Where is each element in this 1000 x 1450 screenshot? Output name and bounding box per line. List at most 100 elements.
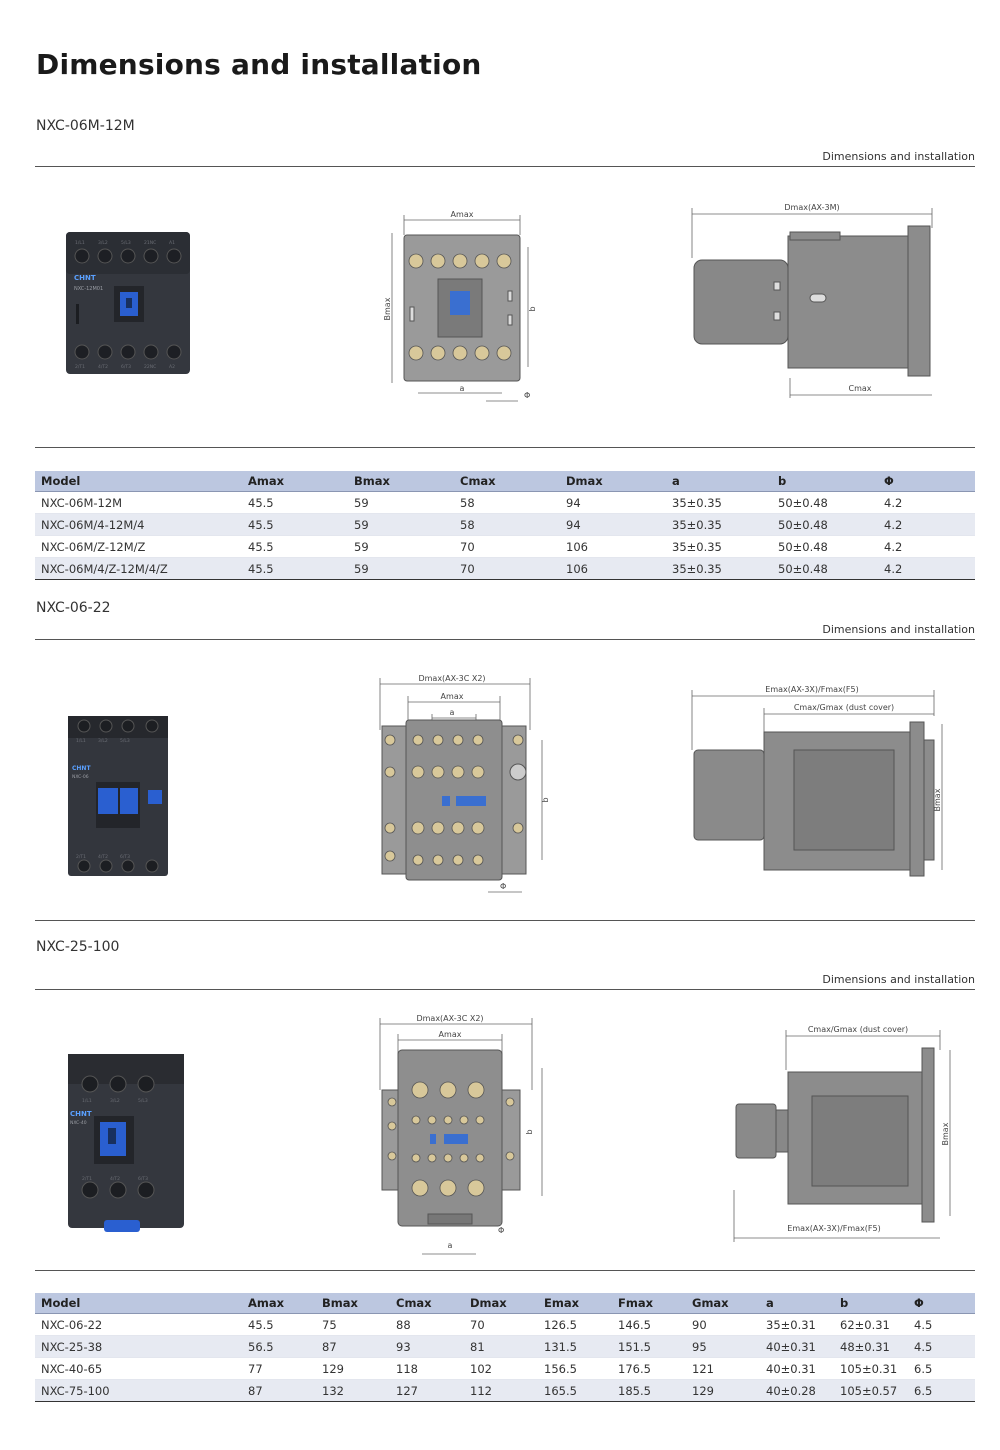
column-header: a <box>666 471 772 492</box>
column-header: b <box>772 471 878 492</box>
table-cell: 4.5 <box>908 1313 975 1336</box>
table-cell: 129 <box>316 1357 390 1380</box>
terminal-label: 4/T2 <box>98 364 108 370</box>
dimension-label-b: b <box>528 306 537 311</box>
terminal-label: 5/L3 <box>138 1098 148 1104</box>
table-cell: 102 <box>464 1357 538 1380</box>
table-cell: 95 <box>686 1335 760 1358</box>
dimension-label-b: b <box>525 1129 534 1134</box>
table-cell: 50±0.48 <box>772 557 878 580</box>
table-cell: 35±0.35 <box>666 513 772 536</box>
table-cell: 4.5 <box>908 1335 975 1358</box>
table-cell: 4.2 <box>878 535 975 558</box>
column-header: Bmax <box>348 471 454 492</box>
terminal-label: 4/T2 <box>98 854 108 860</box>
table-cell: 118 <box>390 1357 464 1380</box>
dimension-label-a: a <box>450 708 455 717</box>
dimension-label-phi: Φ <box>500 882 506 891</box>
column-header: Cmax <box>390 1293 464 1314</box>
dimension-label-cmax: Cmax/Gmax (dust cover) <box>808 1025 908 1034</box>
table-cell: 88 <box>390 1313 464 1336</box>
table-cell: 45.5 <box>242 513 348 536</box>
table-cell: 58 <box>454 513 560 536</box>
terminal-label: 1/L1 <box>76 738 86 744</box>
section-divider <box>35 639 975 640</box>
column-header: Φ <box>908 1293 975 1314</box>
table-cell: 50±0.48 <box>772 513 878 536</box>
dimension-label-a: a <box>448 1241 453 1250</box>
terminal-label: 3/L2 <box>98 738 108 744</box>
side-view-drawing: Emax(AX-3X)/Fmax(F5) Cmax/Gmax (dust cov… <box>691 685 943 877</box>
terminal-label: 6/T3 <box>121 364 131 370</box>
table-cell: 105±0.31 <box>834 1357 908 1380</box>
table-cell: 59 <box>348 535 454 558</box>
table-cell: 40±0.28 <box>760 1379 834 1402</box>
brand-logo: CHNT <box>70 1110 92 1118</box>
table-cell: 90 <box>686 1313 760 1336</box>
table-cell: 48±0.31 <box>834 1335 908 1358</box>
table-cell: 75 <box>316 1313 390 1336</box>
table-cell: 127 <box>390 1379 464 1402</box>
table-cell: 151.5 <box>612 1335 686 1358</box>
column-header: Amax <box>242 471 348 492</box>
table-cell: 40±0.31 <box>760 1357 834 1380</box>
table-cell: NXC-75-100 <box>35 1379 242 1402</box>
dimension-label-dmax: Dmax(AX-3C X2) <box>418 674 485 683</box>
table-cell: 56.5 <box>242 1335 316 1358</box>
dimension-label-amax: Amax <box>439 1030 462 1039</box>
table-cell: 45.5 <box>242 491 348 514</box>
dimension-label-emax: Emax(AX-3X)/Fmax(F5) <box>765 685 858 694</box>
table-cell: 59 <box>348 557 454 580</box>
table-cell: 50±0.48 <box>772 491 878 514</box>
table-cell: 35±0.35 <box>666 535 772 558</box>
column-header: Dmax <box>464 1293 538 1314</box>
table-cell: 58 <box>454 491 560 514</box>
terminal-label: 22NC <box>144 364 156 370</box>
dimension-label-amax: Amax <box>451 210 474 219</box>
product-photo-nxc-06m: 1/L1 3/L2 5/L3 21NC A1 2/T1 4/T2 6/T3 22… <box>66 232 190 374</box>
table-cell: 121 <box>686 1357 760 1380</box>
column-header: Gmax <box>686 1293 760 1314</box>
column-header: Emax <box>538 1293 612 1314</box>
table-cell: 59 <box>348 491 454 514</box>
section-caption: Dimensions and installation <box>822 150 975 163</box>
side-view-drawing: Cmax/Gmax (dust cover) Bmax Emax(AX-3X)/… <box>733 1025 951 1242</box>
section-divider <box>35 447 975 448</box>
terminal-label: 3/L2 <box>98 240 108 246</box>
section-title-nxc-06-22: NXC-06-22 <box>36 600 111 616</box>
terminal-label: 6/T3 <box>120 854 130 860</box>
terminal-label: A1 <box>169 240 175 246</box>
table-cell: 45.5 <box>242 557 348 580</box>
table-cell: 87 <box>242 1379 316 1402</box>
dimension-label-bmax: Bmax <box>383 297 392 320</box>
column-header: Model <box>35 471 242 492</box>
table-cell: NXC-06M/Z-12M/Z <box>35 535 242 558</box>
dimension-label-phi: Φ <box>524 391 530 400</box>
terminal-label: 2/T1 <box>75 364 85 370</box>
table-cell: 94 <box>560 513 666 536</box>
spec-table-1: Model Amax Bmax Cmax Dmax a b Φ NXC-06M-… <box>35 471 975 580</box>
dimension-label-dmax: Dmax(AX-3M) <box>784 203 839 212</box>
table-header-row: Model Amax Bmax Cmax Dmax Emax Fmax Gmax… <box>35 1293 975 1314</box>
front-view-drawing: Amax Bmax b a Φ <box>383 210 537 402</box>
product-photo-nxc-25-100: 1/L1 3/L2 5/L3 2/T1 4/T2 6/T3 CHNT NXC-4… <box>68 1054 184 1232</box>
terminal-label: 21NC <box>144 240 156 246</box>
column-header: Bmax <box>316 1293 390 1314</box>
table-cell: 129 <box>686 1379 760 1402</box>
table-cell: 176.5 <box>612 1357 686 1380</box>
table-cell: 35±0.35 <box>666 557 772 580</box>
front-view-drawing: Dmax(AX-3C X2) Amax b Φ a <box>379 1014 543 1255</box>
section-title-nxc-25-100: NXC-25-100 <box>36 939 120 955</box>
front-view-drawing: Dmax(AX-3C X2) Amax a b Φ <box>379 674 550 893</box>
table-cell: NXC-06M-12M <box>35 491 242 514</box>
dimension-label-cmax: Cmax <box>848 384 871 393</box>
dimension-label-b: b <box>541 797 550 802</box>
dimension-label-emax: Emax(AX-3X)/Fmax(F5) <box>787 1224 880 1233</box>
section-divider <box>35 989 975 990</box>
table-cell: 35±0.35 <box>666 491 772 514</box>
